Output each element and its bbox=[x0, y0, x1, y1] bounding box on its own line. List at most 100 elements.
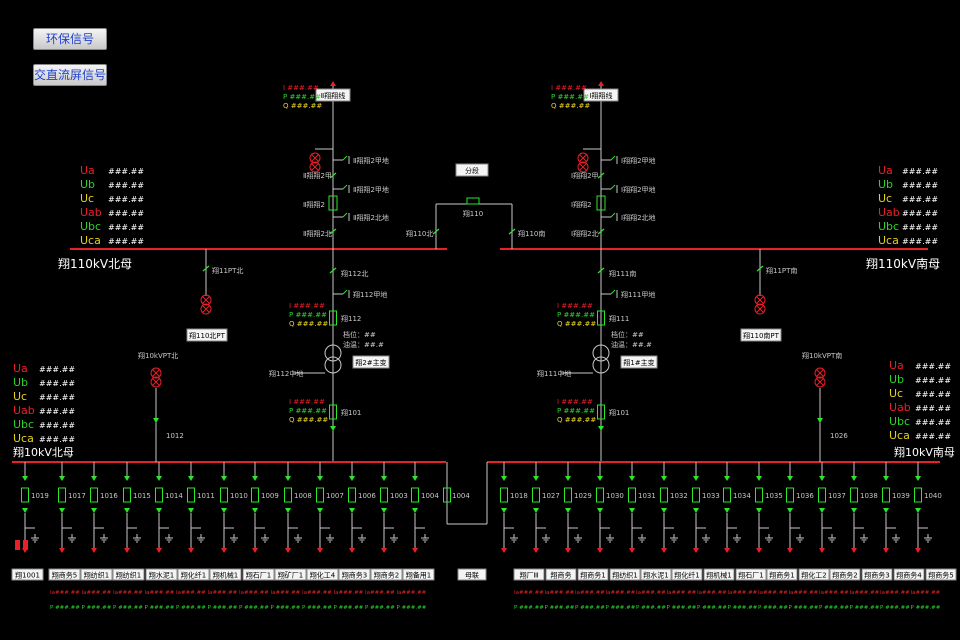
feeder-arrow bbox=[501, 508, 507, 513]
feeder-arrow bbox=[915, 476, 921, 481]
left-feeder-breaker-1016[interactable] bbox=[90, 487, 98, 503]
pt-icon bbox=[150, 376, 162, 388]
left-feeder-breaker-1019[interactable] bbox=[21, 487, 29, 503]
south-110kv-pt-label-box[interactable] bbox=[740, 328, 782, 342]
left-feeder-breaker-1011[interactable] bbox=[187, 487, 195, 503]
right-feeder-name-5-box[interactable] bbox=[671, 568, 703, 581]
left-transformer-name-box[interactable] bbox=[352, 355, 390, 369]
left-feeder-breaker-1007[interactable] bbox=[316, 487, 324, 503]
left-feeder-name-2-box[interactable] bbox=[80, 568, 113, 581]
feeder-arrow bbox=[221, 508, 227, 513]
left-feeder-name-10-box[interactable] bbox=[338, 568, 371, 581]
right-incoming-breaker-label: Ⅰ翔翔2 bbox=[571, 200, 592, 209]
left-feeder-breaker-1008[interactable] bbox=[284, 487, 292, 503]
right-feeder-breaker-1038[interactable] bbox=[850, 487, 858, 503]
left-feeder-p-5: P ###.## bbox=[208, 605, 238, 611]
right-feeder-p-9: P ###.## bbox=[789, 605, 819, 611]
bus-tie-name-box[interactable] bbox=[457, 568, 487, 581]
left-feeder-breaker-1009[interactable] bbox=[251, 487, 259, 503]
right-feeder-name-3-box[interactable] bbox=[609, 568, 641, 581]
right-transformer-name-box[interactable] bbox=[620, 355, 658, 369]
right-feeder-breaker-1040[interactable] bbox=[914, 487, 922, 503]
right-line-disconnector bbox=[597, 172, 605, 179]
right-feeder-name-6-box[interactable] bbox=[703, 568, 735, 581]
right-tx-hv-breaker-label: 翔111 bbox=[609, 314, 629, 323]
left-feeder-name-12-box[interactable] bbox=[402, 568, 435, 581]
right-feeder-breaker-1036[interactable] bbox=[786, 487, 794, 503]
left-feeder-name-4-box[interactable] bbox=[145, 568, 178, 581]
acdc-panel-signal-button[interactable]: 交直流屏信号 bbox=[33, 64, 107, 86]
right-feeder-name-9-box[interactable] bbox=[798, 568, 830, 581]
right-feeder-breaker-1035[interactable] bbox=[755, 487, 763, 503]
right-feeder-name-1-box[interactable] bbox=[545, 568, 577, 581]
south-10kv-voltage-uca-label: Uca bbox=[889, 429, 910, 442]
right-feeder-name-0-box[interactable] bbox=[513, 568, 545, 581]
right-feeder-name-10-box[interactable] bbox=[829, 568, 861, 581]
left-feeder-name-8-box[interactable] bbox=[274, 568, 307, 581]
left-tx-hv-breaker[interactable] bbox=[329, 310, 337, 326]
left-feeder-name-9-box[interactable] bbox=[306, 568, 339, 581]
left-feeder-name-6-box[interactable] bbox=[209, 568, 242, 581]
right-feeder-name-2-box[interactable] bbox=[577, 568, 609, 581]
right-transformer-icon bbox=[592, 344, 610, 362]
right-feeder-name-13-box[interactable] bbox=[925, 568, 957, 581]
right-feeder-breaker-1029[interactable] bbox=[564, 487, 572, 503]
left-feeder-breaker-1004[interactable] bbox=[411, 487, 419, 503]
left-feeder-breaker-1015[interactable] bbox=[123, 487, 131, 503]
bus-coupler-breaker-label: 翔110 bbox=[463, 209, 483, 218]
left-transformer-gear: 档位：## bbox=[343, 330, 376, 339]
left-feeder-name-5-box[interactable] bbox=[177, 568, 210, 581]
right-feeder-breaker-1030[interactable] bbox=[596, 487, 604, 503]
feeder-arrow bbox=[693, 476, 699, 481]
right-feeder-breaker-1037[interactable] bbox=[818, 487, 826, 503]
left-feeder-name-11-box[interactable] bbox=[370, 568, 403, 581]
left-feeder-breaker-1010[interactable] bbox=[220, 487, 228, 503]
right-feeder-breaker-1033[interactable] bbox=[692, 487, 700, 503]
pt-icon-cross bbox=[579, 163, 587, 171]
left-feeder-name-7-box[interactable] bbox=[242, 568, 275, 581]
left-feeder-breaker-1006[interactable] bbox=[348, 487, 356, 503]
right-ground-switch-2-label: Ⅰ翔翔2甲地 bbox=[621, 185, 656, 194]
bus-coupler-breaker[interactable] bbox=[466, 197, 480, 205]
right-feeder-name-12-box[interactable] bbox=[893, 568, 925, 581]
bus-tie-breaker[interactable] bbox=[443, 487, 451, 503]
right-incoming-line-name-box[interactable] bbox=[583, 88, 619, 102]
feeder-load-arrow bbox=[124, 548, 130, 553]
right-feeder-breaker-1027[interactable] bbox=[532, 487, 540, 503]
left-feeder-breaker-1014[interactable] bbox=[155, 487, 163, 503]
left-feeder-breaker-1003[interactable] bbox=[380, 487, 388, 503]
right-feeder-breaker-1031[interactable] bbox=[628, 487, 636, 503]
right-feeder-name-11-box[interactable] bbox=[861, 568, 893, 581]
north-110kv-pt-label-box[interactable] bbox=[186, 328, 228, 342]
left-tx-lv-breaker[interactable] bbox=[329, 404, 337, 420]
right-feeder-breaker-1034[interactable] bbox=[723, 487, 731, 503]
right-feeder-breaker-1039[interactable] bbox=[882, 487, 890, 503]
feeder-load-arrow bbox=[188, 548, 194, 553]
right-tx-hv-breaker[interactable] bbox=[597, 310, 605, 326]
feeder-arrow bbox=[661, 508, 667, 513]
left-feeder-name-1-box[interactable] bbox=[48, 568, 81, 581]
left-incoming-line-name-box[interactable] bbox=[315, 88, 351, 102]
south-10kv-busbar-label: 翔10kV南母 bbox=[894, 445, 955, 459]
right-feeder-name-7-box[interactable] bbox=[735, 568, 767, 581]
north-110kv-pt-disconnector bbox=[202, 265, 210, 272]
right-tx-lv-breaker-label: 翔101 bbox=[609, 408, 629, 417]
bus-coupler-title-box[interactable] bbox=[455, 163, 489, 177]
left-feeder-name-0-box[interactable] bbox=[11, 568, 44, 581]
right-feeder-breaker-1032[interactable] bbox=[660, 487, 668, 503]
south-110kv-pt bbox=[754, 294, 766, 306]
right-feeder-name-8-box[interactable] bbox=[766, 568, 798, 581]
left-feeder-breaker-1017[interactable] bbox=[58, 487, 66, 503]
feeder-arrow bbox=[412, 476, 418, 481]
left-incoming-breaker[interactable] bbox=[328, 195, 338, 211]
left-feeder-name-3-box[interactable] bbox=[112, 568, 145, 581]
left-feeder-code-12: 1004 bbox=[421, 492, 439, 500]
pt-icon-cross bbox=[152, 378, 160, 386]
right-feeder-ia-7: Ia###.## bbox=[728, 590, 758, 596]
right-incoming-breaker[interactable] bbox=[596, 195, 606, 211]
right-feeder-breaker-1018[interactable] bbox=[500, 487, 508, 503]
right-tx-lv-breaker[interactable] bbox=[597, 404, 605, 420]
left-incoming-q-value: Q ###.## bbox=[283, 102, 322, 110]
env-signal-button[interactable]: 环保信号 bbox=[33, 28, 107, 50]
right-feeder-name-4-box[interactable] bbox=[640, 568, 672, 581]
